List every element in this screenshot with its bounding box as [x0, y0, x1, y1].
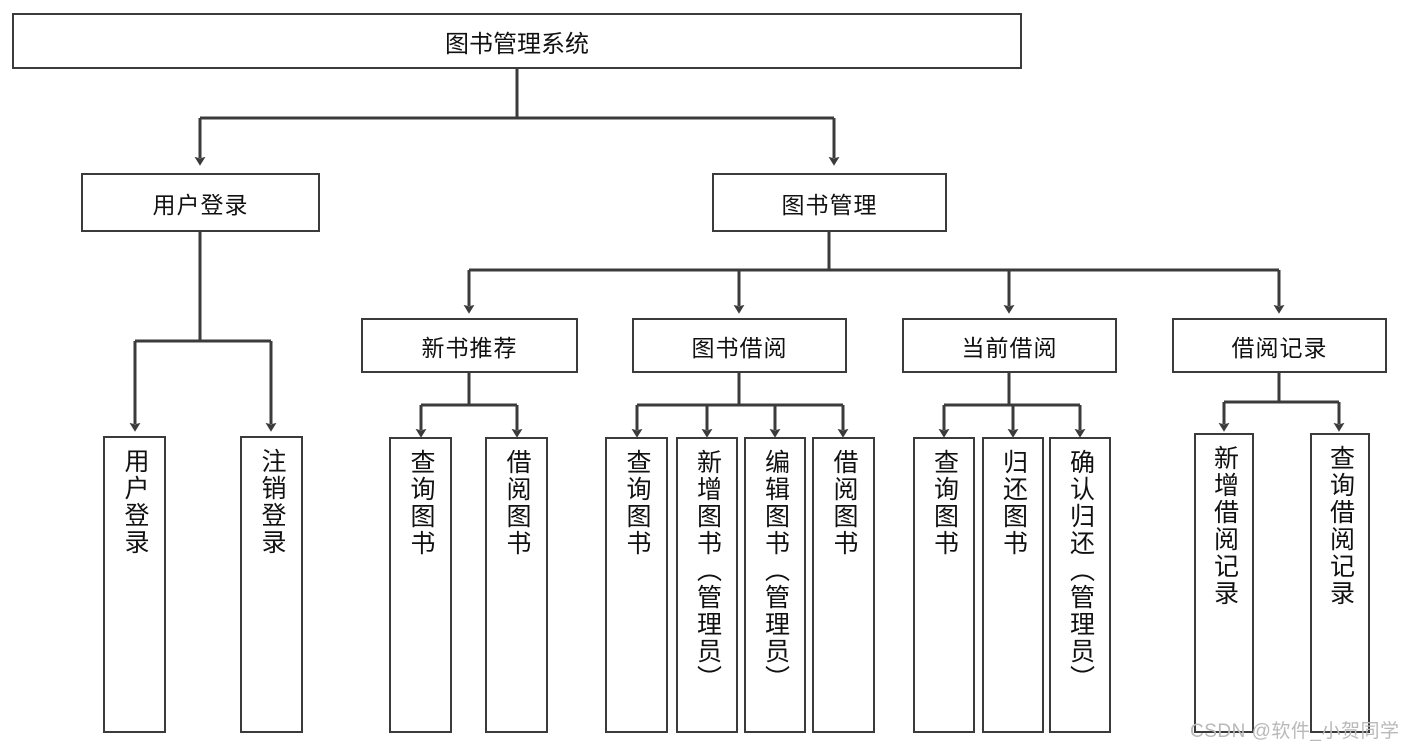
node-user-login-label: 用户登录 — [152, 191, 249, 218]
node-leaf-query-record-label: 查询借阅记录 — [1326, 445, 1355, 607]
node-new-book-recommend-label: 新书推荐 — [421, 334, 518, 361]
node-leaf-query-book-2[interactable]: 查询图书 — [605, 437, 668, 733]
node-leaf-confirm-return-label: 确认归还（管理员） — [1066, 449, 1095, 692]
node-book-borrow-label: 图书借阅 — [691, 334, 788, 361]
node-borrow-record[interactable]: 借阅记录 — [1172, 318, 1387, 373]
node-root[interactable]: 图书管理系统 — [12, 13, 1022, 69]
node-new-book-recommend[interactable]: 新书推荐 — [361, 318, 578, 373]
node-leaf-user-login[interactable]: 用户登录 — [103, 436, 166, 733]
node-leaf-query-book-3-label: 查询图书 — [930, 449, 959, 557]
node-leaf-borrow-book-2-label: 借阅图书 — [830, 449, 858, 557]
node-leaf-borrow-book-1[interactable]: 借阅图书 — [485, 437, 548, 733]
node-leaf-edit-book-label: 编辑图书（管理员） — [761, 449, 790, 692]
node-book-borrow[interactable]: 图书借阅 — [632, 318, 847, 373]
node-leaf-query-book-3[interactable]: 查询图书 — [913, 437, 975, 733]
node-leaf-query-record[interactable]: 查询借阅记录 — [1310, 433, 1370, 733]
node-borrow-record-label: 借阅记录 — [1231, 334, 1328, 361]
csdn-watermark: CSDN @软件_小贺同学 — [1190, 721, 1400, 742]
node-leaf-add-book[interactable]: 新增图书（管理员） — [676, 437, 738, 733]
node-leaf-query-book-1-label: 查询图书 — [407, 449, 435, 557]
node-leaf-confirm-return[interactable]: 确认归还（管理员） — [1049, 437, 1111, 733]
node-leaf-add-record-label: 新增借阅记录 — [1210, 445, 1239, 607]
node-leaf-edit-book[interactable]: 编辑图书（管理员） — [744, 437, 806, 733]
node-leaf-logout-login-label: 注销登录 — [258, 448, 286, 556]
node-leaf-return-book[interactable]: 归还图书 — [982, 437, 1044, 733]
node-book-management[interactable]: 图书管理 — [712, 173, 947, 232]
node-leaf-user-login-label: 用户登录 — [121, 448, 149, 556]
node-leaf-add-record[interactable]: 新增借阅记录 — [1194, 433, 1254, 733]
node-leaf-query-book-2-label: 查询图书 — [623, 449, 651, 557]
node-user-login[interactable]: 用户登录 — [81, 173, 320, 232]
node-book-management-label: 图书管理 — [781, 191, 878, 218]
node-current-borrow-label: 当前借阅 — [961, 334, 1058, 361]
node-leaf-add-book-label: 新增图书（管理员） — [693, 449, 722, 692]
node-leaf-borrow-book-1-label: 借阅图书 — [503, 449, 531, 557]
node-root-label: 图书管理系统 — [445, 30, 589, 58]
node-leaf-query-book-1[interactable]: 查询图书 — [389, 437, 452, 733]
node-leaf-return-book-label: 归还图书 — [999, 449, 1028, 557]
node-leaf-logout-login[interactable]: 注销登录 — [240, 436, 303, 733]
node-leaf-borrow-book-2[interactable]: 借阅图书 — [812, 437, 875, 733]
node-current-borrow[interactable]: 当前借阅 — [902, 318, 1117, 373]
